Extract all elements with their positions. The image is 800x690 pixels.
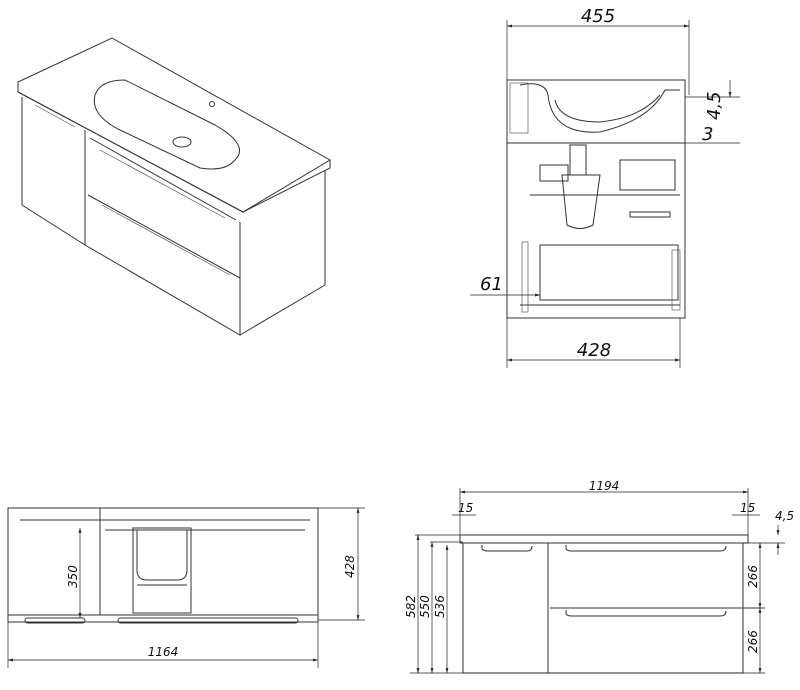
dim-front-width: 1194: [589, 479, 620, 493]
front-view: 1194 15 15 4,5 582 550 536 266 266: [404, 479, 794, 674]
drain-icon: [172, 136, 192, 148]
dim-side-bottom-width: 428: [577, 340, 611, 361]
dim-front-height-body: 536: [433, 595, 447, 618]
dim-side-top-width: 455: [581, 6, 615, 27]
isometric-view: [17, 37, 331, 336]
dim-front-rim: 4,5: [775, 509, 794, 523]
dim-front-drawer-bottom: 266: [746, 630, 760, 653]
plan-view: 1164 428 350: [7, 507, 365, 668]
dim-front-height-cabinet: 550: [418, 595, 432, 618]
dim-plan-inner-depth: 350: [66, 565, 80, 588]
dim-front-overhang-left: 15: [458, 501, 473, 515]
basin: [93, 79, 240, 170]
dim-side-gap: 3: [702, 124, 713, 145]
dim-front-drawer-top: 266: [746, 565, 760, 588]
side-section-view: 455 428 61 4,5 3: [470, 6, 740, 368]
dim-front-overhang-right: 15: [740, 501, 755, 515]
dim-plan-depth: 428: [343, 555, 357, 578]
dim-side-offset: 61: [480, 274, 503, 295]
dim-front-height-total: 582: [404, 595, 418, 618]
dim-side-rim: 4,5: [704, 91, 725, 120]
dim-plan-width: 1164: [148, 645, 179, 659]
